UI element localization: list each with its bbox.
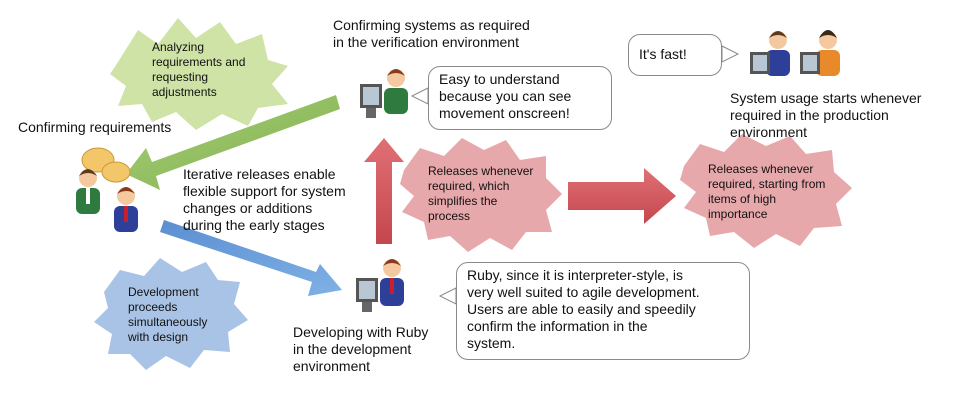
fast-bubble-tail bbox=[721, 45, 740, 63]
its-fast-bubble: It's fast! bbox=[628, 34, 722, 76]
confirming-requirements-label: Confirming requirements bbox=[18, 119, 172, 135]
green-arrow bbox=[126, 95, 340, 190]
development-proceeds-blob-text: Development proceeds simultaneously with… bbox=[128, 285, 208, 344]
developing-ruby-label: Developing with Ruby in the development … bbox=[293, 324, 429, 374]
easy-bubble-tail bbox=[410, 87, 429, 105]
ruby-agile-bubble: Ruby, since it is interpreter-style, is … bbox=[456, 262, 750, 360]
analyzing-blob-text: Analyzing requirements and requesting ad… bbox=[152, 40, 246, 99]
confirming-systems-label: Confirming systems as required in the ve… bbox=[333, 17, 530, 50]
releases-simplifies-blob-text: Releases whenever required, which simpli… bbox=[428, 164, 534, 223]
meeting-people-icon bbox=[76, 147, 138, 232]
analyzing-blob-shape bbox=[110, 18, 288, 130]
releases-importance-blob-shape bbox=[680, 134, 852, 248]
red-right-arrow bbox=[568, 168, 676, 224]
ruby-bubble-tail bbox=[438, 287, 457, 305]
developer-user-icon bbox=[356, 259, 404, 312]
iterative-releases-label: Iterative releases enable flexible suppo… bbox=[183, 166, 346, 233]
red-up-arrow bbox=[364, 138, 404, 244]
releases-importance-blob-text: Releases whenever required, starting fro… bbox=[708, 162, 826, 221]
releases-simplifies-blob-shape bbox=[400, 138, 562, 252]
easy-to-understand-bubble: Easy to understand because you can see m… bbox=[428, 66, 612, 130]
system-usage-label: System usage starts whenever required in… bbox=[730, 90, 922, 140]
verification-user-icon bbox=[360, 69, 408, 118]
development-blob-shape bbox=[94, 258, 248, 370]
production-users-icon bbox=[750, 30, 840, 76]
blue-arrow bbox=[160, 220, 342, 296]
